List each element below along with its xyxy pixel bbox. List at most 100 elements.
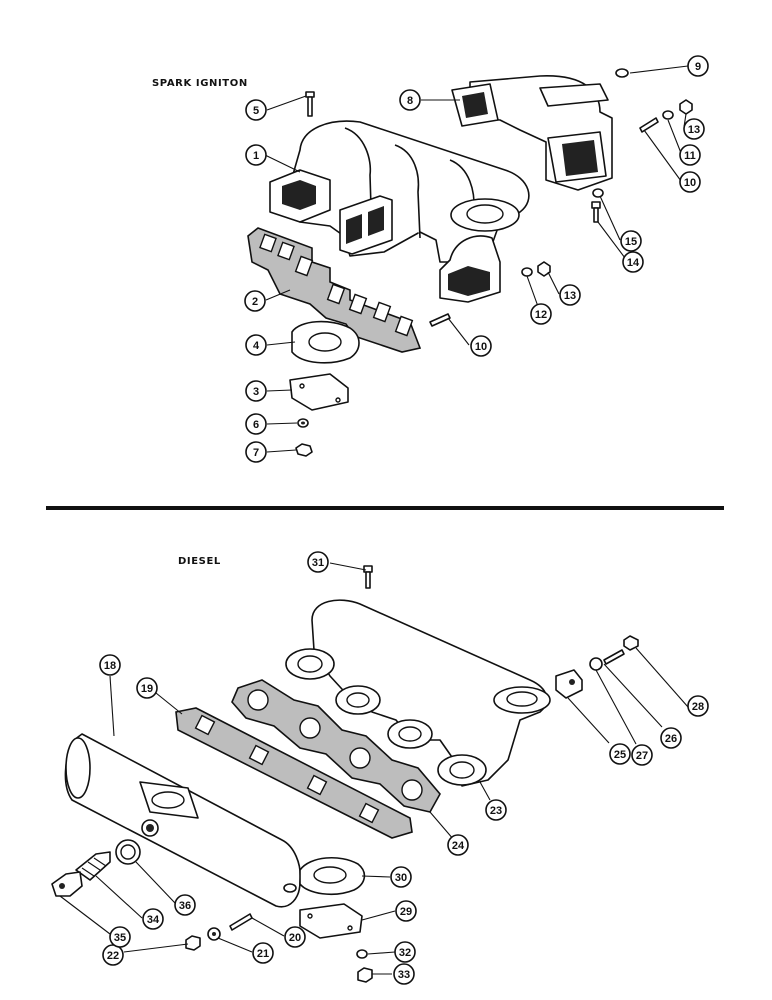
callout-4: 4 [245,334,267,356]
callout-25: 25 [609,743,631,765]
svg-text:22: 22 [107,950,119,962]
callout-8: 8 [399,89,421,111]
svg-text:6: 6 [253,419,259,431]
part-33-nut [357,967,373,983]
svg-text:23: 23 [490,805,502,817]
svg-text:30: 30 [395,872,407,884]
callout-36: 36 [174,894,196,916]
part-35-valve-assembly [51,871,83,897]
part-2-manifold-gasket [247,227,422,353]
part-13-nut-lower [537,261,551,277]
svg-text:19: 19 [141,683,153,695]
part-18-cylinder-manifold [64,733,302,908]
callout-3: 3 [245,380,267,402]
part-7-nut [295,443,313,457]
part-14-bolt [591,201,601,223]
part-8-crossover [451,75,613,191]
part-1-manifold [269,120,530,303]
part-31-bolt [363,565,373,589]
part-5-bolt [305,91,315,117]
svg-text:36: 36 [179,900,191,912]
part-3-cover-plate [289,373,349,411]
callout-10-lower: 10 [470,335,492,357]
part-28-nut [623,635,639,651]
callout-13-upper: 13 [683,118,705,140]
part-20-stud [229,913,253,931]
callout-12: 12 [530,303,552,325]
svg-text:14: 14 [627,257,640,269]
svg-text:34: 34 [147,914,160,926]
part-9-plug [615,68,629,78]
callout-19: 19 [136,677,158,699]
callout-13-lower: 13 [559,284,581,306]
svg-text:25: 25 [614,749,626,761]
svg-text:7: 7 [253,447,259,459]
svg-text:18: 18 [104,660,116,672]
part-24-gasket [231,679,441,813]
callout-11: 11 [679,144,701,166]
callout-5: 5 [245,99,267,121]
part-21-washer [207,927,221,941]
svg-text:8: 8 [407,95,413,107]
svg-text:11: 11 [684,150,696,162]
part-26-stud [603,649,625,665]
callout-6: 6 [245,413,267,435]
callout-2: 2 [244,290,266,312]
svg-text:4: 4 [253,340,260,352]
part-10-stud-upper [639,117,659,133]
callout-35: 35 [109,926,131,948]
callout-32: 32 [394,941,416,963]
callout-21: 21 [252,942,274,964]
part-12-washer [521,267,533,277]
part-10-stud-lower [429,313,451,327]
svg-text:10: 10 [475,341,487,353]
svg-text:33: 33 [398,969,410,981]
callout-14: 14 [622,251,644,273]
svg-text:24: 24 [452,840,465,852]
svg-text:35: 35 [114,932,126,944]
svg-text:5: 5 [253,105,259,117]
callout-23: 23 [485,799,507,821]
part-29-cover-plate [299,903,363,939]
callout-1: 1 [245,144,267,166]
svg-text:27: 27 [636,750,648,762]
svg-text:15: 15 [625,236,637,248]
svg-text:13: 13 [564,290,576,302]
callout-10-upper: 10 [679,171,701,193]
svg-text:10: 10 [684,177,696,189]
part-13-nut-upper [679,99,693,115]
svg-text:12: 12 [535,309,547,321]
callout-24: 24 [447,834,469,856]
callout-15: 15 [620,230,642,252]
part-11-washer [662,110,674,120]
svg-text:21: 21 [257,948,269,960]
svg-text:3: 3 [253,386,259,398]
section-title-spark-ignition: SPARK IGNITON [152,78,248,89]
part-19-gasket [175,707,413,839]
part-36-o-ring [115,839,141,865]
part-6-washer [297,418,309,428]
part-32-washer [356,949,368,959]
callout-34: 34 [142,908,164,930]
section-title-diesel: DIESEL [178,556,221,567]
part-34-spring [75,851,111,881]
part-15-washer [592,188,604,198]
callout-31: 31 [307,551,329,573]
callout-22: 22 [102,944,124,966]
part-25-spacer-block [555,669,583,699]
svg-text:9: 9 [695,61,701,73]
part-23-diesel-manifold [285,599,551,787]
callout-33: 33 [393,963,415,985]
callout-27: 27 [631,744,653,766]
svg-text:20: 20 [289,932,301,944]
part-22-nut [185,935,201,951]
part-27-washer [589,657,603,671]
part-4-flange-gasket [291,320,360,364]
svg-text:13: 13 [688,124,700,136]
callout-7: 7 [245,441,267,463]
callout-28: 28 [687,695,709,717]
svg-text:2: 2 [252,296,258,308]
callout-29: 29 [395,900,417,922]
callout-20: 20 [284,926,306,948]
